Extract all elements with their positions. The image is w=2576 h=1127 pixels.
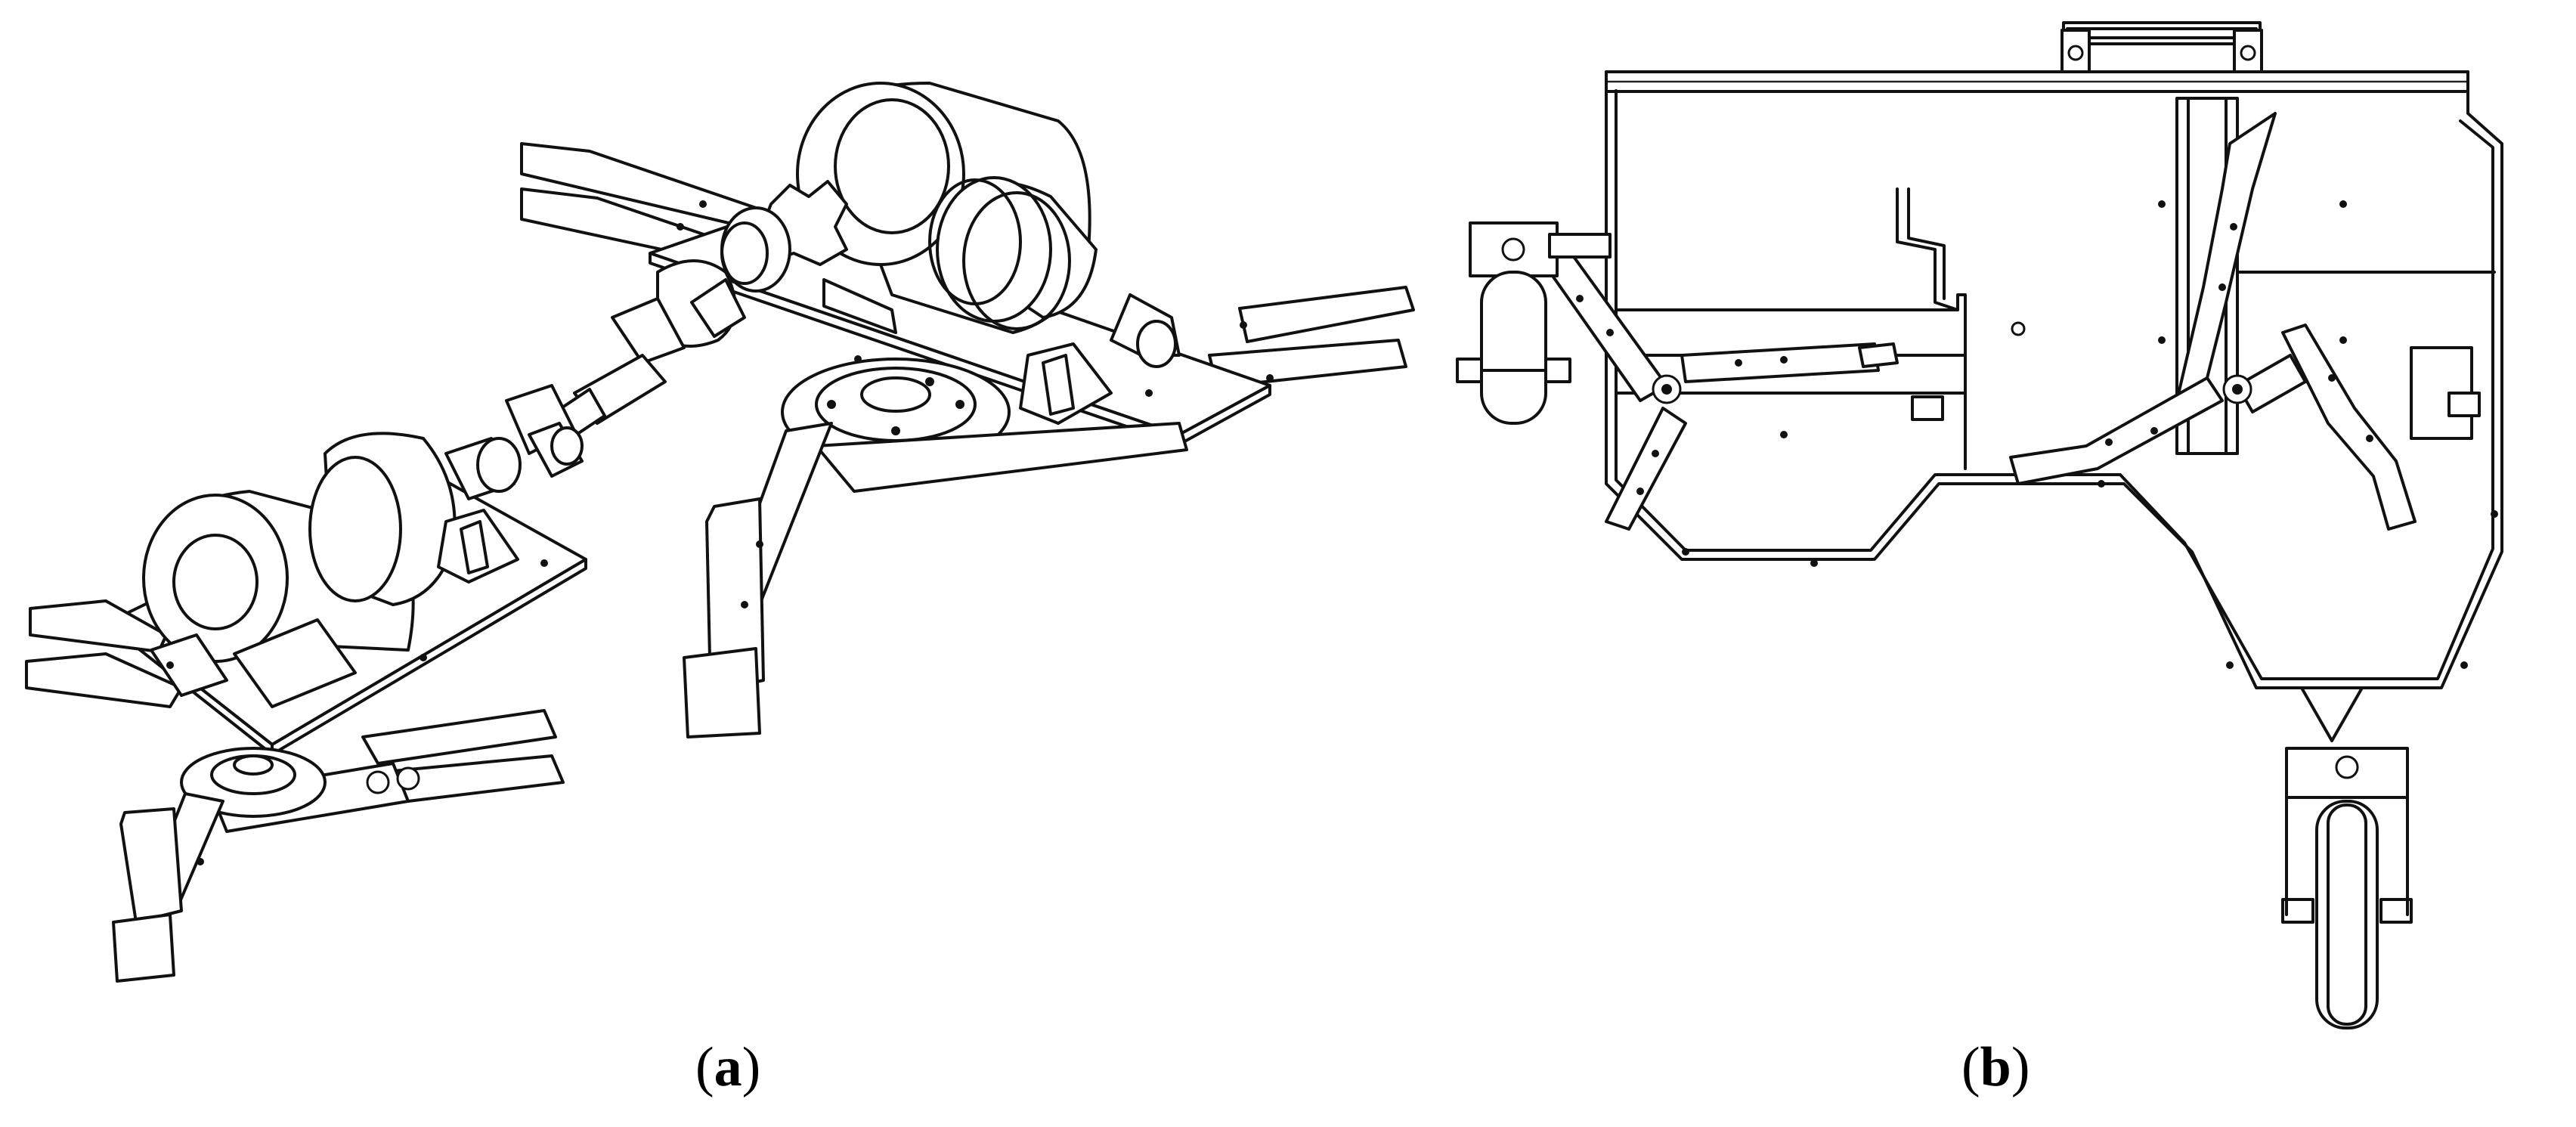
right-rotor-blades (2009, 112, 2417, 531)
upper-right-blades (520, 142, 1415, 389)
left-rotor-blades (1540, 248, 1899, 531)
frame-bolts (1682, 200, 2498, 669)
drive-shaft (505, 259, 746, 478)
drive-assembly-isometric-drawing (25, 82, 1415, 983)
rear-caster-wheel (2281, 686, 2413, 1029)
right-motor (796, 82, 1181, 425)
right-gear (720, 180, 897, 334)
panel-b-caption: (b) (1961, 1036, 2030, 1098)
side-wheel (1456, 221, 1612, 425)
left-motor (142, 432, 522, 708)
mower-frame-top-view-drawing (1456, 21, 2503, 1029)
panel-a-caption: (a) (695, 1036, 761, 1098)
plate-bolt-holes (166, 200, 1274, 865)
frame-outline (1605, 70, 2503, 689)
hitch-bracket (2060, 21, 2263, 76)
